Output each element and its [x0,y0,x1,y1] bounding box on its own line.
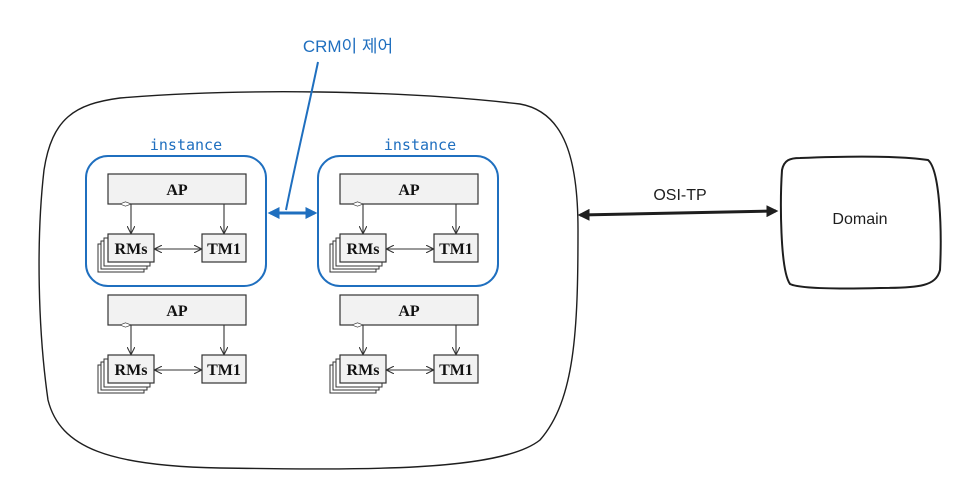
instance-box-right [317,155,499,287]
tm-box [433,354,479,384]
tm-box [201,354,247,384]
ap-label: AP [398,182,420,199]
rms-label: RMs [115,362,148,379]
rms-box [107,354,155,384]
rms-label: RMs [347,362,380,379]
rms-box [107,233,155,263]
domain-label: Domain [832,211,887,228]
system-boundary [38,91,579,470]
ap-label: AP [166,182,188,199]
crm-annotation-label: CRM이 제어 [303,37,393,56]
ap-block: AP RMs TM1 [97,294,247,394]
ap-block: AP RMs TM1 [97,173,247,273]
tm-label: TM1 [439,241,473,258]
ap-box [107,173,247,205]
tm-label: TM1 [439,362,473,379]
osi-tp-label: OSI-TP [653,187,706,204]
ap-block: AP RMs TM1 [329,173,479,273]
instance-box-left [85,155,267,287]
instance-label-left: instance [150,136,222,154]
crm-pointer-line [285,61,319,211]
ap-box [339,294,479,326]
tm-box [201,233,247,263]
rms-label: RMs [347,241,380,258]
osi-tp-link-arrow [577,205,779,221]
rms-box [339,354,387,384]
rms-box [339,233,387,263]
ap-label: AP [166,303,188,320]
domain-box [779,155,942,290]
ap-label: AP [398,303,420,320]
instance-label-right: instance [384,136,456,154]
tm-label: TM1 [207,362,241,379]
ap-block: AP RMs TM1 [329,294,479,394]
ap-box [107,294,247,326]
ap-box [339,173,479,205]
tm-label: TM1 [207,241,241,258]
rms-label: RMs [115,241,148,258]
tm-box [433,233,479,263]
